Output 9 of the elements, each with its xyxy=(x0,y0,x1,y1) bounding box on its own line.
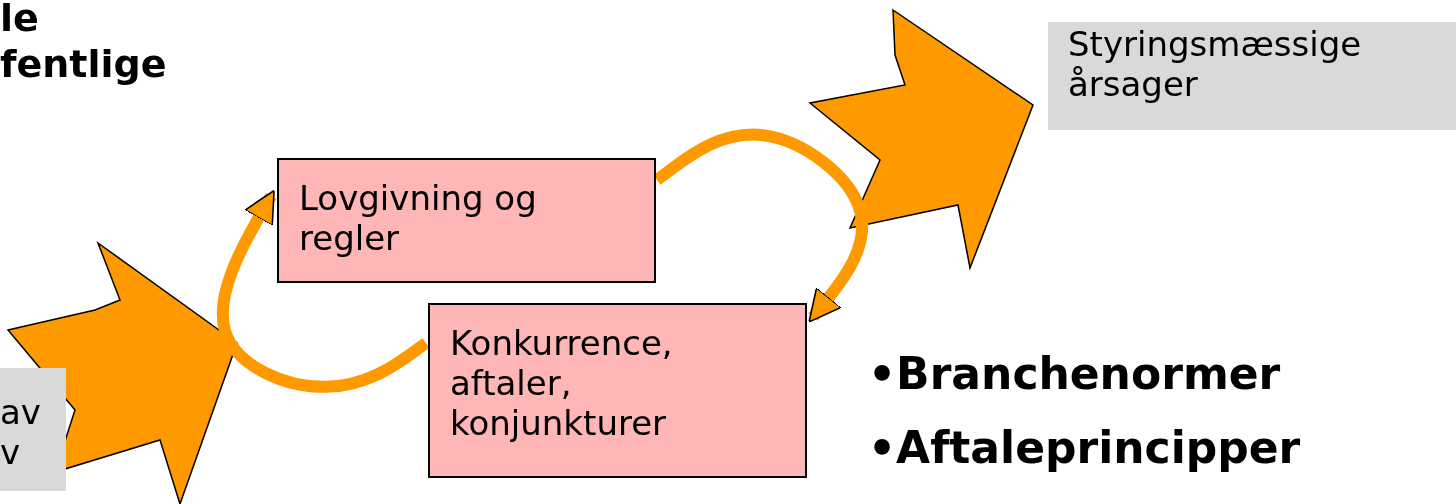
text-box: av v xyxy=(0,368,66,491)
curved-arrow xyxy=(216,189,430,393)
heading-text: •Aftaleprincipper xyxy=(868,422,1301,473)
text-box: Styringsmæssige årsager xyxy=(1048,22,1456,130)
text-box: Konkurrence, aftaler, konjunkturer xyxy=(428,303,807,478)
heading-text: fentlige xyxy=(0,42,167,86)
heading-text: le xyxy=(0,0,39,40)
text-box: Lovgivning og regler xyxy=(277,158,656,283)
heading-text: •Branchenormer xyxy=(868,348,1281,399)
